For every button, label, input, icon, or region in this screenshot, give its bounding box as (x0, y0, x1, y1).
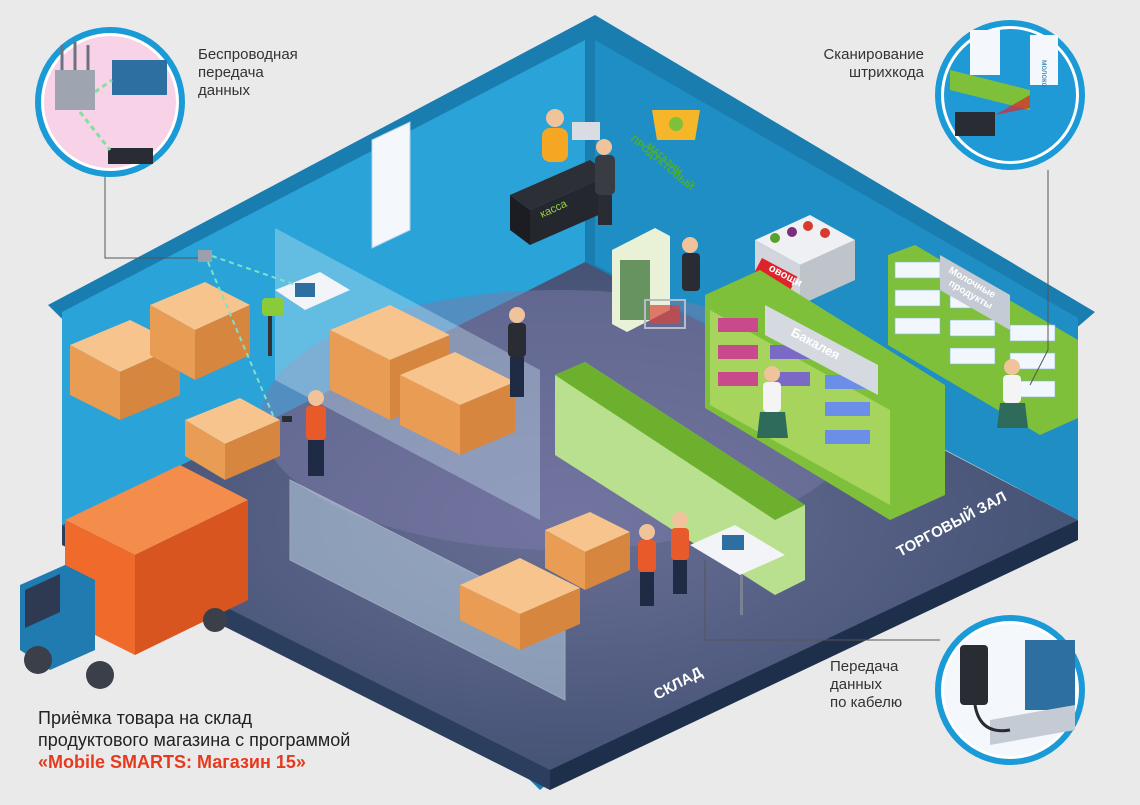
leader-wireless (104, 165, 198, 259)
callout-wireless-circle (35, 27, 185, 177)
handheld-scanner (282, 416, 292, 422)
wireless-signal-line (211, 255, 297, 286)
callout-wireless-text: Беспроводная передача данных (198, 46, 298, 99)
caption-line-3: «Mobile SMARTS: Магазин 15» (38, 752, 306, 772)
router-icon (55, 70, 95, 110)
vegetable (820, 228, 830, 238)
receiving-desk-leg (740, 575, 743, 615)
vegetables-stand-top (755, 215, 855, 265)
customer-head (596, 139, 612, 155)
scanner-icon (108, 148, 153, 164)
door (371, 121, 411, 249)
wifi-router (198, 250, 212, 262)
caption-line-2: продуктового магазина с программой (38, 730, 351, 750)
customer-legs (598, 195, 612, 225)
vegetable (787, 227, 797, 237)
office-chair (262, 298, 284, 356)
assistant-bakaleya (757, 366, 788, 438)
leader-barcode (1029, 170, 1049, 386)
milk-pack-icon (970, 30, 1000, 75)
barcode-scanner-icon (955, 112, 995, 136)
svg-text:молоко: молоко (1040, 60, 1049, 88)
dairy-sign-board (940, 255, 1010, 330)
laptop-icon (1025, 640, 1075, 710)
callout-cable-text: Передача данных по кабелю (830, 658, 903, 711)
vegetable (803, 221, 813, 231)
assistant-dairy (997, 359, 1028, 428)
vegetables-stand-side (800, 240, 855, 305)
cashier-body (542, 128, 568, 162)
laptop-icon (112, 60, 167, 95)
boxes-delivery (460, 512, 630, 650)
warehouse-manager (508, 307, 526, 397)
shopper-head (682, 237, 698, 253)
customer-body (595, 155, 615, 195)
cash-register (572, 122, 600, 140)
glass-partition-front (289, 479, 566, 701)
caption-line-1: Приёмка товара на склад (38, 708, 253, 728)
boxes-back-left (70, 282, 250, 420)
warehouse-worker-2 (671, 512, 689, 594)
leader-cable (704, 560, 940, 641)
vegetable (770, 233, 780, 243)
cash-counter-front (510, 195, 530, 245)
bakaleya-sign-board (765, 305, 878, 395)
shop-partition-top (555, 362, 805, 520)
shopping-cart (644, 299, 686, 329)
scanner-icon (960, 645, 988, 705)
callout-cable-circle (935, 615, 1085, 765)
boxes-front-left (185, 398, 280, 480)
shopper-body (682, 253, 700, 291)
wireless-signal-line (207, 261, 276, 421)
cart-goods (650, 305, 680, 323)
cash-counter (510, 160, 610, 210)
ovoshchi-sign (754, 258, 798, 291)
cashier-head (546, 109, 564, 127)
figure-caption: Приёмка товара на склад продуктового маг… (38, 707, 350, 773)
laser-beam (995, 95, 1030, 115)
boxes-middle (330, 305, 515, 455)
warehouse-worker-scanner (282, 390, 326, 476)
callout-barcode-text: Сканирование штрихкода (823, 46, 924, 81)
warehouse-worker-1 (638, 524, 656, 606)
receiving-laptop (722, 535, 744, 550)
callout-barcode-circle: молоко (935, 20, 1085, 170)
front-right-wall (550, 520, 1078, 790)
cash-counter-side (530, 175, 610, 245)
desk-laptop (295, 283, 315, 297)
cable-icon (973, 704, 1011, 733)
delivery-truck (20, 465, 248, 689)
